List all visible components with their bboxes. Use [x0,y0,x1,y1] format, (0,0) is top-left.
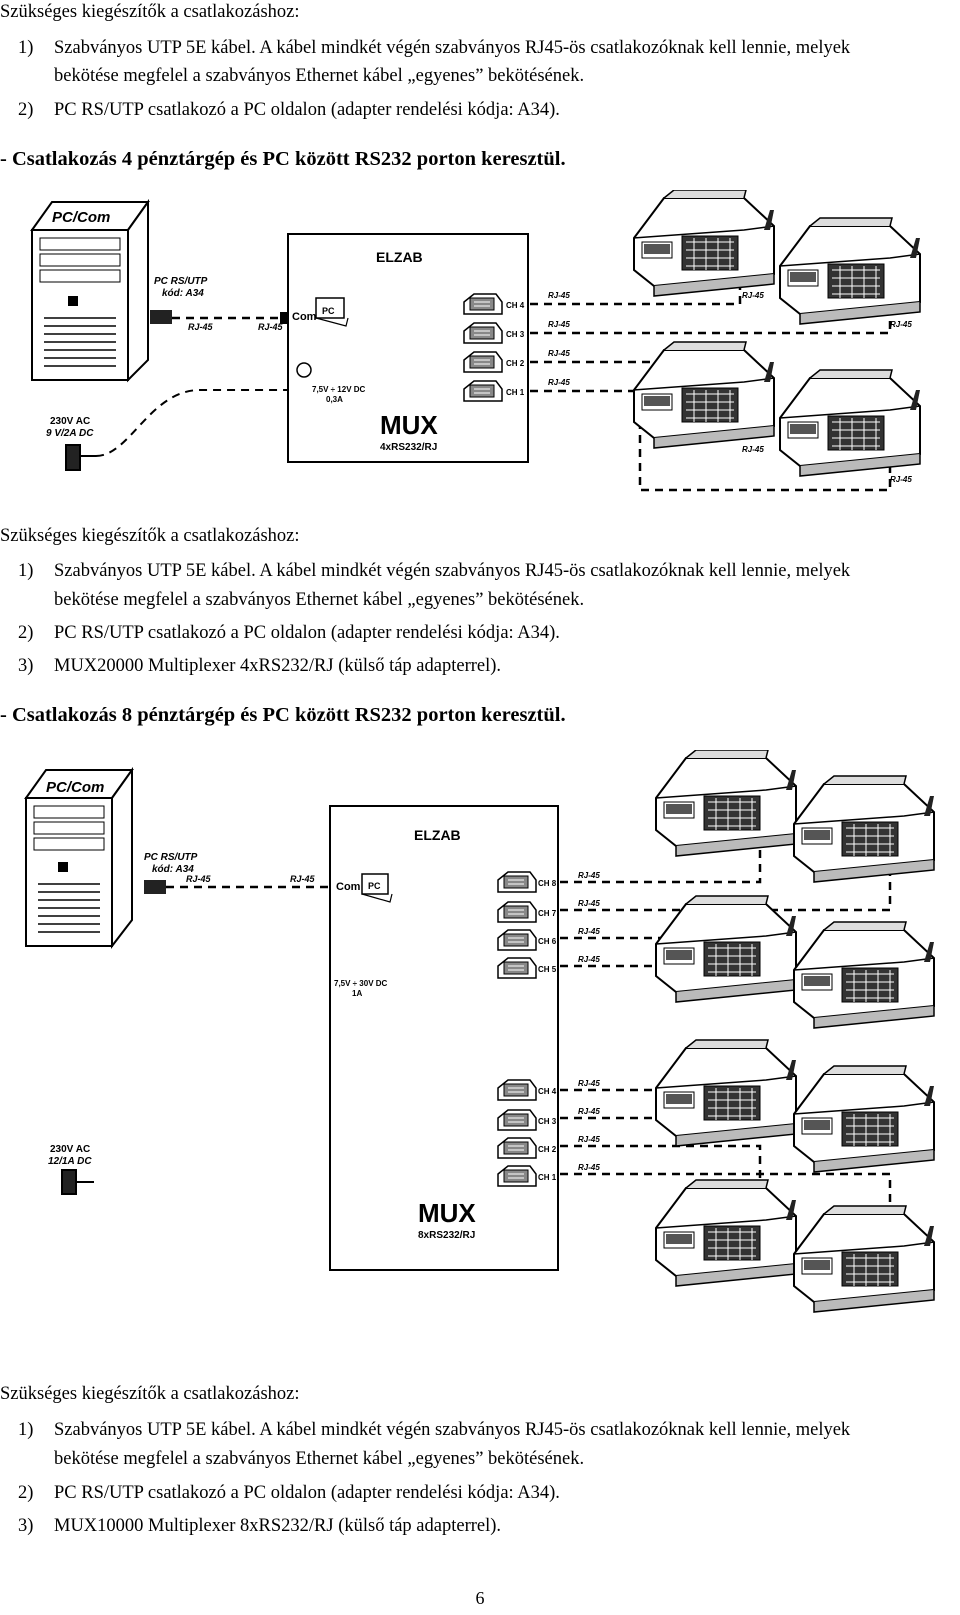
channel-label: CH 1 [506,388,525,397]
list-item: 2)PC RS/UTP csatlakozó a PC oldalon (ada… [18,1483,560,1503]
list-item: 1)Szabványos UTP 5E kábel. A kábel mindk… [18,561,851,581]
rj45-label: RJ-45 [548,349,570,358]
cash-register-icon [655,895,797,1003]
power-cable [95,389,290,457]
section-heading: - Csatlakozás 4 pénztárgép és PC között … [0,148,566,170]
rj45-label: RJ-45 [578,1107,600,1116]
adapter-plug-icon [150,310,172,324]
section-heading: - Csatlakozás 8 pénztárgép és PC között … [0,704,566,726]
cash-register-icon [793,1065,935,1173]
rj45-label: RJ-45 [548,378,570,387]
list-item: 1)Szabványos UTP 5E kábel. A kábel mindk… [18,38,851,58]
connection-diagram-4: PC/Com PC RS/UTP kód: A34 RJ-45 RJ-45 23… [30,190,921,492]
current-label: 1A [352,989,362,998]
cash-register-icon [655,750,797,857]
mux-label: MUX [418,1198,476,1228]
cash-register-icon [779,369,921,477]
rj45-label: RJ-45 [548,291,570,300]
brand-logo: ELZAB [376,249,423,265]
power-label: 230V AC [50,416,90,427]
cash-register-icon [655,1179,797,1287]
list-item: 1)Szabványos UTP 5E kábel. A kábel mindk… [18,1420,851,1440]
rj45-label: RJ-45 [578,899,600,908]
power-socket-icon [296,362,312,378]
list-item: 2)PC RS/UTP csatlakozó a PC oldalon (ada… [18,623,560,643]
channel-label: CH 2 [506,359,525,368]
pc-port-label: PC [322,306,335,316]
rj45-label: RJ-45 [578,871,600,880]
rj45-label: RJ-45 [578,927,600,936]
rj45-label: RJ-45 [578,1079,600,1088]
section-title: Szükséges kiegészítők a csatlakozáshoz: [0,1384,300,1404]
cash-register-icon [793,1205,935,1313]
rj45-label: RJ-45 [578,1163,600,1172]
cash-register-icon [633,341,775,449]
channel-label: CH 1 [538,1173,557,1182]
power-label: 230V AC [50,1144,90,1155]
connection-diagram-8: PC/Com PC RS/UTP kód: A34 RJ-45 RJ-45 23… [24,750,935,1313]
mux-box [287,233,529,463]
cash-register-icon [779,217,921,325]
channel-label: CH 6 [538,937,557,946]
cash-register-icon [633,190,775,297]
current-label: 0,3A [326,395,343,404]
cash-register-icon [793,775,935,883]
pc-tower-icon [24,766,134,949]
adapter-label: PC RS/UTP [144,852,198,863]
pc-port-label: PC [368,881,381,891]
power-adapter-icon [65,444,96,471]
rj45-label: RJ-45 [578,955,600,964]
page-number: 6 [475,1588,485,1608]
pc-port-icon [315,297,349,327]
pc-port-icon [361,873,393,903]
rj45-label: RJ-45 [578,1135,600,1144]
rj45-label: RJ-45 [188,322,214,332]
voltage-label: 7,5V ÷ 12V DC [312,385,366,394]
power-output-label: 12/1A DC [48,1156,92,1167]
rj45-label: RJ-45 [290,874,316,884]
rj45-label: RJ-45 [890,475,912,484]
pc-label: PC/Com [52,209,110,226]
channel-label: CH 4 [538,1087,557,1096]
rj45-label: RJ-45 [548,320,570,329]
rj45-label: RJ-45 [890,320,912,329]
voltage-label: 7,5V ÷ 30V DC [334,979,388,988]
channel-label: CH 3 [538,1117,557,1126]
rj45-label: RJ-45 [186,874,212,884]
channel-label: CH 4 [506,301,525,310]
rj45-label: RJ-45 [742,445,764,454]
channel-label: CH 8 [538,879,557,888]
com-port-label: Com [336,881,361,893]
list-item-continuation: bekötése megfelel a szabványos Ethernet … [54,1449,585,1469]
power-adapter-icon [61,1169,94,1195]
rj45-label: RJ-45 [742,291,764,300]
mux-label: MUX [380,410,438,440]
pc-label: PC/Com [46,779,104,796]
section-title: Szükséges kiegészítők a csatlakozáshoz: [0,526,300,546]
mux-subtitle: 4xRS232/RJ [380,442,437,453]
adapter-plug-icon [144,880,166,894]
rj45-label: RJ-45 [258,322,284,332]
mux-subtitle: 8xRS232/RJ [418,1230,475,1241]
section-title: Szükséges kiegészítők a csatlakozáshoz: [0,2,300,22]
cash-register-icon [655,1039,797,1147]
list-item: 2)PC RS/UTP csatlakozó a PC oldalon (ada… [18,100,560,120]
brand-logo: ELZAB [414,827,461,843]
adapter-code: kód: A34 [152,864,194,875]
list-item-continuation: bekötése megfelel a szabványos Ethernet … [54,590,585,610]
list-item: 3)MUX20000 Multiplexer 4xRS232/RJ (külső… [18,656,502,676]
channel-label: CH 2 [538,1145,557,1154]
channel-label: CH 7 [538,909,557,918]
com-port-label: Com [292,311,317,323]
pc-tower-icon [30,198,150,383]
power-output-label: 9 V/2A DC [46,428,94,439]
list-item-continuation: bekötése megfelel a szabványos Ethernet … [54,66,585,86]
cash-register-icon [793,921,935,1029]
adapter-code: kód: A34 [162,288,204,299]
channel-label: CH 3 [506,330,525,339]
adapter-label: PC RS/UTP [154,276,208,287]
list-item: 3)MUX10000 Multiplexer 8xRS232/RJ (külső… [18,1516,502,1536]
channel-label: CH 5 [538,965,557,974]
